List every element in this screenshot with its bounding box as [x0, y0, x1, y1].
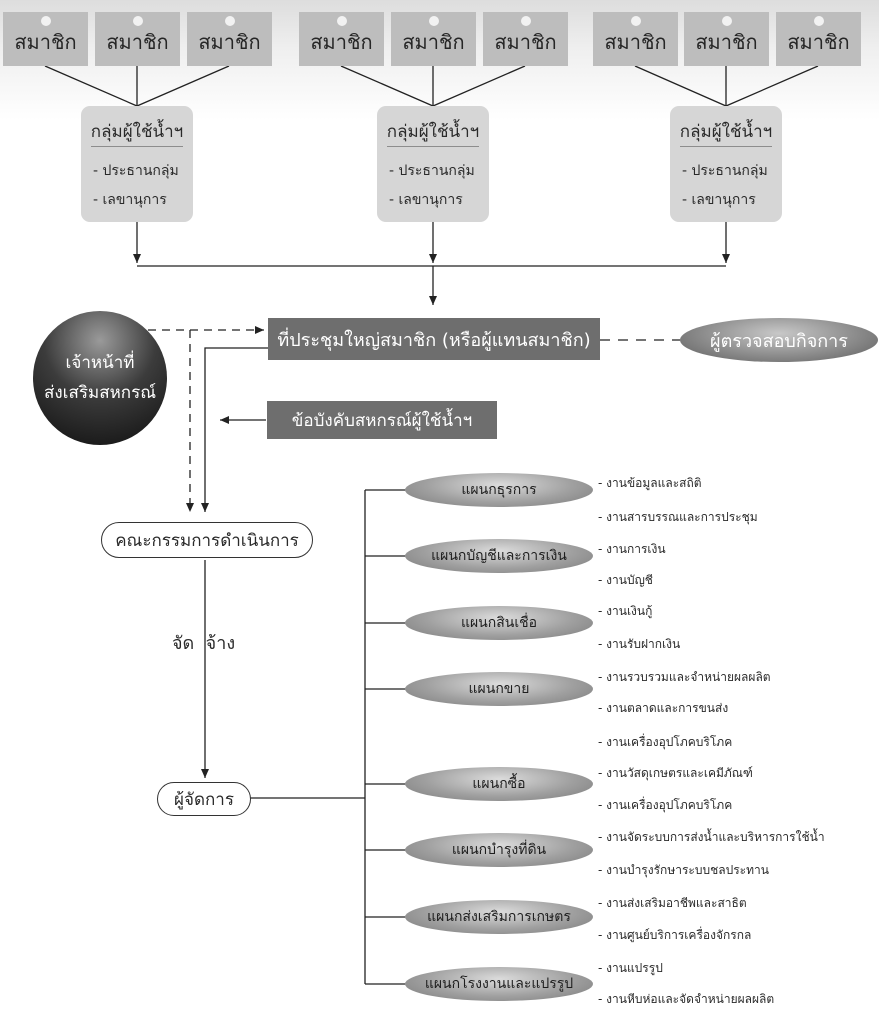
- member-box: สมาชิก: [95, 12, 180, 66]
- member-label: สมาชิก: [14, 30, 77, 54]
- manager-box: ผู้จัดการ: [157, 782, 251, 816]
- dept-accounting-finance: แผนกบัญชีและการเงิน: [405, 539, 593, 573]
- task-item: - งานรวบรวมและจำหน่ายผลผลิต: [598, 670, 771, 684]
- member-box: สมาชิก: [299, 12, 384, 66]
- officer-label-line2: ส่งเสริมสหกรณ์: [44, 383, 156, 403]
- member-label: สมาชิก: [106, 30, 169, 54]
- member-label: สมาชิก: [787, 30, 850, 54]
- task-item: - งานเครื่องอุปโภคบริโภค: [598, 798, 733, 812]
- task-item: - งานหีบห่อและจัดจำหน่ายผลผลิต: [598, 992, 775, 1006]
- dept-factory-processing: แผนกโรงงานและแปรรูป: [405, 967, 593, 1001]
- task-item: - งานแปรรูป: [598, 961, 663, 975]
- auditor-ellipse: ผู้ตรวจสอบกิจการ: [680, 318, 878, 362]
- hire-label: จัด จ้าง: [172, 633, 236, 654]
- group-chairman: - ประธานกลุ่ม: [93, 163, 179, 179]
- member-dot-icon: [132, 16, 143, 26]
- water-user-group-1: กลุ่มผู้ใช้น้ำฯ - ประธานกลุ่ม - เลขานุกา…: [81, 106, 193, 222]
- group-secretary: - เลขานุการ: [389, 192, 463, 208]
- member-box: สมาชิก: [776, 12, 861, 66]
- member-label: สมาชิก: [494, 30, 557, 54]
- member-label: สมาชิก: [402, 30, 465, 54]
- divider: [680, 146, 772, 147]
- member-box: สมาชิก: [3, 12, 88, 66]
- member-dot-icon: [428, 16, 439, 26]
- member-box: สมาชิก: [391, 12, 476, 66]
- task-item: - งานการเงิน: [598, 542, 666, 556]
- member-box: สมาชิก: [593, 12, 678, 66]
- group-chairman: - ประธานกลุ่ม: [389, 163, 475, 179]
- member-dot-icon: [630, 16, 641, 26]
- task-item: - งานจัดระบบการส่งน้ำและบริหารการใช้น้ำ: [598, 830, 825, 844]
- water-user-group-3: กลุ่มผู้ใช้น้ำฯ - ประธานกลุ่ม - เลขานุกา…: [670, 106, 782, 222]
- officer-label-line1: เจ้าหน้าที่: [65, 353, 135, 373]
- task-item: - งานรับฝากเงิน: [598, 637, 681, 651]
- task-item: - งานตลาดและการขนส่ง: [598, 701, 729, 715]
- task-item: - งานบำรุงรักษาระบบชลประทาน: [598, 863, 769, 877]
- dept-administration: แผนกธุรการ: [405, 473, 593, 507]
- divider: [387, 146, 479, 147]
- task-item: - งานวัสดุเกษตรและเคมีภัณฑ์: [598, 766, 753, 780]
- member-dot-icon: [520, 16, 531, 26]
- member-dot-icon: [224, 16, 235, 26]
- member-dot-icon: [40, 16, 51, 26]
- general-assembly-box: ที่ประชุมใหญ่สมาชิก (หรือผู้แทนสมาชิก): [268, 318, 600, 360]
- member-box: สมาชิก: [187, 12, 272, 66]
- member-label: สมาชิก: [310, 30, 373, 54]
- dept-credit: แผนกสินเชื่อ: [405, 606, 593, 640]
- promotion-officer-sphere: เจ้าหน้าที่ ส่งเสริมสหกรณ์: [33, 311, 167, 445]
- water-user-group-2: กลุ่มผู้ใช้น้ำฯ - ประธานกลุ่ม - เลขานุกา…: [377, 106, 489, 222]
- member-label: สมาชิก: [604, 30, 667, 54]
- member-dot-icon: [813, 16, 824, 26]
- group-chairman: - ประธานกลุ่ม: [682, 163, 768, 179]
- task-item: - งานส่งเสริมอาชีพและสาธิต: [598, 896, 747, 910]
- group-title: กลุ่มผู้ใช้น้ำฯ: [386, 122, 480, 142]
- member-dot-icon: [336, 16, 347, 26]
- divider: [91, 146, 183, 147]
- board-of-directors: คณะกรรมการดำเนินการ: [101, 522, 313, 558]
- member-label: สมาชิก: [695, 30, 758, 54]
- member-box: สมาชิก: [684, 12, 769, 66]
- task-item: - งานเครื่องอุปโภคบริโภค: [598, 735, 733, 749]
- task-item: - งานบัญชี: [598, 573, 653, 587]
- task-item: - งานข้อมูลและสถิติ: [598, 476, 702, 490]
- group-title: กลุ่มผู้ใช้น้ำฯ: [90, 122, 184, 142]
- member-label: สมาชิก: [198, 30, 261, 54]
- task-item: - งานศูนย์บริการเครื่องจักรกล: [598, 928, 752, 942]
- dept-sales: แผนกขาย: [405, 672, 593, 706]
- group-secretary: - เลขานุการ: [93, 192, 167, 208]
- member-dot-icon: [721, 16, 732, 26]
- dept-purchasing: แผนกซื้อ: [405, 767, 593, 801]
- member-box: สมาชิก: [483, 12, 568, 66]
- task-item: - งานสารบรรณและการประชุม: [598, 510, 758, 524]
- group-secretary: - เลขานุการ: [682, 192, 756, 208]
- dept-land-maintenance: แผนกบำรุงที่ดิน: [405, 833, 593, 867]
- task-item: - งานเงินกู้: [598, 604, 653, 618]
- dept-agricultural-promotion: แผนกส่งเสริมการเกษตร: [405, 900, 593, 934]
- bylaws-box: ข้อบังคับสหกรณ์ผู้ใช้น้ำฯ: [267, 401, 497, 439]
- group-title: กลุ่มผู้ใช้น้ำฯ: [679, 122, 773, 142]
